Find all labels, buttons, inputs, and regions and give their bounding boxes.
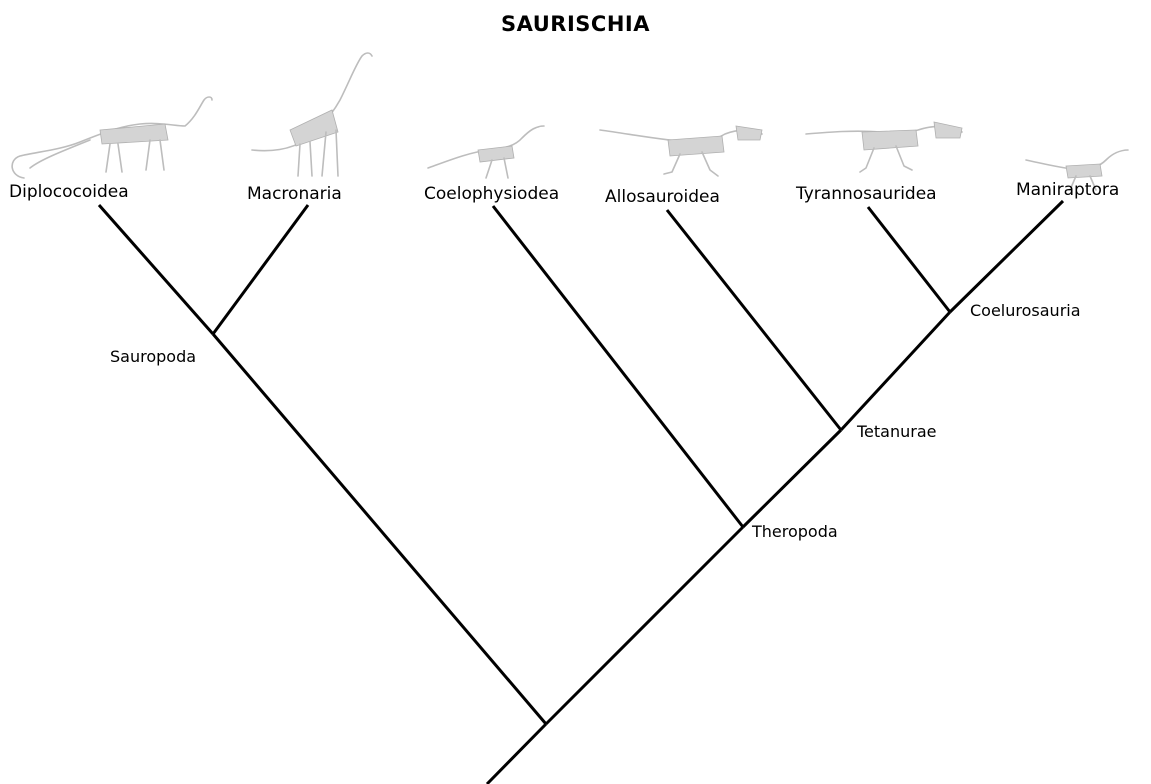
diplodocus-skeleton-icon (12, 97, 212, 178)
allosauroidea-branch (667, 210, 841, 430)
taxon-label-allosauroidea: Allosauroidea (605, 189, 720, 206)
coelophysis-skeleton-icon (428, 126, 544, 178)
taxon-label-tyrannosauridea: Tyrannosauridea (796, 186, 937, 203)
diplococoidea-branch (99, 205, 213, 334)
clade-label-sauropoda: Sauropoda (110, 349, 196, 365)
tyrannosaurus-skeleton-icon (806, 122, 962, 172)
brachiosaurus-skeleton-icon (252, 53, 372, 176)
macronaria-branch (213, 205, 308, 334)
theropod-stem (546, 527, 743, 724)
taxon-label-diplococoidea: Diplococoidea (9, 184, 129, 201)
clade-label-coelurosauria: Coelurosauria (970, 303, 1081, 319)
coelophysiodea-branch (493, 206, 743, 527)
root-stem (487, 724, 546, 784)
tyrannosauridea-branch (868, 207, 950, 312)
tree-branches (99, 201, 1063, 784)
allosaurus-skeleton-icon (600, 126, 762, 176)
tetanurae-stem (743, 430, 841, 527)
taxon-label-coelophysiodea: Coelophysiodea (424, 186, 559, 203)
sauropod-stem (213, 334, 546, 724)
taxon-label-maniraptora: Maniraptora (1016, 182, 1119, 199)
page-title: SAURISCHIA (0, 12, 1151, 36)
taxon-label-macronaria: Macronaria (247, 186, 342, 203)
clade-label-theropoda: Theropoda (752, 524, 838, 540)
maniraptora-branch (950, 201, 1063, 312)
clade-label-tetanurae: Tetanurae (857, 424, 936, 440)
coelurosaur-stem (841, 312, 950, 430)
